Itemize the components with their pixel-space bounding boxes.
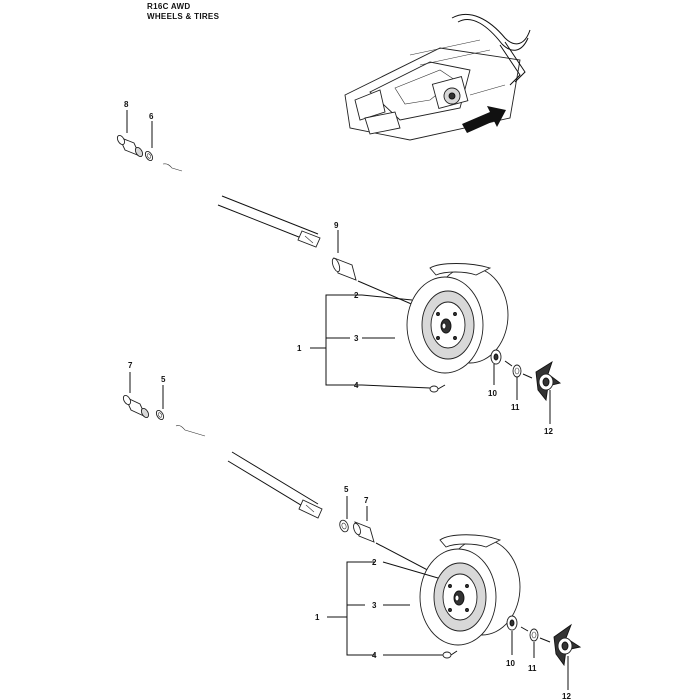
spacer-9-upper: [331, 257, 357, 281]
callout-9-upper: 9: [334, 221, 339, 230]
callout-11-upper: 11: [511, 403, 520, 412]
callout-7-middle: 7: [128, 361, 133, 370]
washer-6-upper: [144, 150, 154, 162]
callout-8-upper: 8: [124, 100, 129, 109]
wheel-upper: [406, 263, 509, 374]
washer-10-upper: [490, 349, 502, 365]
washer-5-lower: [339, 519, 349, 533]
callout-2-lower: 2: [372, 558, 377, 567]
callout-1-lower: 1: [315, 613, 320, 622]
washer-10-lower: [506, 615, 518, 631]
valve-stem-4-upper: [429, 384, 446, 393]
callout-10-lower: 10: [506, 659, 515, 668]
callout-3-upper: 3: [354, 334, 359, 343]
leader-break-middle: [175, 425, 206, 437]
washer-5-middle: [155, 409, 165, 421]
bushing-7-middle: [122, 394, 150, 419]
axle-shaft-upper: [217, 195, 321, 248]
washer-11-lower: [529, 628, 539, 642]
callout-5-lower: 5: [344, 485, 349, 494]
bushing-8-upper: [116, 134, 144, 158]
callout-12-lower: 12: [562, 692, 571, 700]
callout-5-middle: 5: [161, 375, 166, 384]
washer-11-upper: [512, 364, 522, 378]
wheel-hub-12-lower: [553, 623, 582, 667]
model-title: R16C AWD: [147, 2, 191, 11]
location-arrow-icon: [462, 106, 506, 133]
callout-2-upper: 2: [354, 291, 359, 300]
callout-1-upper: 1: [297, 344, 302, 353]
wheel-lower: [419, 534, 521, 646]
wheel-hub-12-upper: [535, 360, 562, 402]
tractor-frame-illustration: [344, 13, 531, 141]
callout-7-lower: 7: [364, 496, 369, 505]
callout-6-upper: 6: [149, 112, 154, 121]
leader-break-upper: [162, 163, 183, 172]
callout-10-upper: 10: [488, 389, 497, 398]
callout-11-lower: 11: [528, 664, 537, 673]
callout-4-upper: 4: [354, 381, 359, 390]
callout-3-lower: 3: [372, 601, 377, 610]
axle-shaft-lower: [227, 451, 323, 519]
bushing-7-lower: [353, 521, 375, 543]
section-title: WHEELS & TIRES: [147, 12, 220, 21]
callout-4-lower: 4: [372, 651, 377, 660]
callout-12-upper: 12: [544, 427, 553, 436]
valve-stem-4-lower: [442, 650, 458, 659]
